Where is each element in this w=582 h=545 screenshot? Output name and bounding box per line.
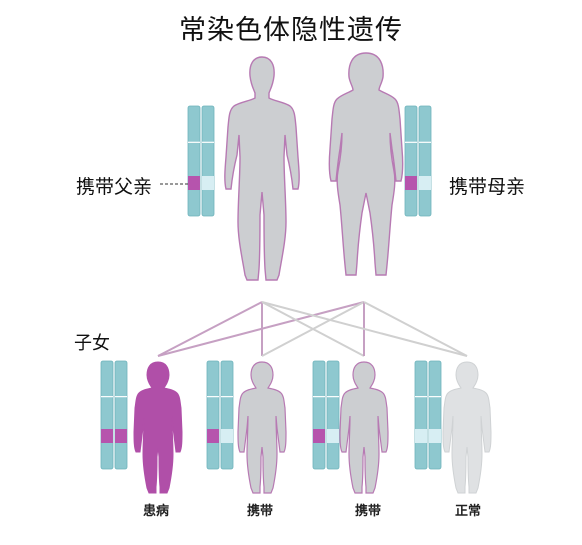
mother-chromosome-allele-band-2	[419, 176, 431, 190]
child3-chromosome-chromatid-2	[326, 360, 340, 470]
child-status-carrier-2: 携带	[354, 504, 381, 519]
child1-chromosome-chromatid-1	[100, 360, 114, 470]
connector-father-child-3	[261, 301, 365, 357]
child3-chromosome-allele-band-2	[327, 429, 339, 443]
child3-chromosome-chromatid-1	[312, 360, 326, 470]
child1-chromosome-allele-band-1	[101, 429, 113, 443]
child2-chromosome-allele-band-2	[221, 429, 233, 443]
child-affected-figure	[133, 361, 183, 494]
father-chromosome-chromatid-1	[187, 105, 201, 217]
child4-chromosome-chromatid-1	[414, 360, 428, 470]
father-chromosome-chromatid-2	[201, 105, 215, 217]
connector-father-child-1	[157, 301, 263, 357]
child-carrier-figure-1	[237, 361, 287, 494]
father-figure	[224, 56, 300, 281]
child2-chromosome-chromatid-1	[206, 360, 220, 470]
children-label: 子女	[74, 333, 110, 354]
child1-chromosome-chromatid-2	[114, 360, 128, 470]
child-status-normal: 正常	[454, 504, 481, 519]
page-title: 常染色体隐性遗传	[179, 15, 403, 46]
connector-mother-child-4	[363, 301, 468, 357]
child4-chromosome-chromatid-2	[428, 360, 442, 470]
child1-chromosome-allele-band-2	[115, 429, 127, 443]
child-status-carrier-1: 携带	[246, 504, 273, 519]
child-carrier-figure-2	[339, 361, 389, 494]
child-status-affected: 患病	[142, 504, 169, 519]
mother-chromosome-allele-band-1	[405, 176, 417, 190]
child4-chromosome-allele-band-1	[415, 429, 427, 443]
father-chromosome-allele-band-1	[188, 176, 200, 190]
carrier-mother-label: 携带母亲	[449, 176, 526, 198]
mother-figure	[328, 52, 404, 276]
child3-chromosome-allele-band-1	[313, 429, 325, 443]
carrier-father-label: 携带父亲	[76, 176, 153, 198]
connector-father-child-4	[261, 301, 468, 357]
child-normal-figure	[442, 361, 492, 494]
mother-chromosome-chromatid-2	[418, 105, 432, 217]
child2-chromosome-allele-band-1	[207, 429, 219, 443]
child4-chromosome-allele-band-2	[429, 429, 441, 443]
child2-chromosome-chromatid-2	[220, 360, 234, 470]
father-chromosome-allele-band-2	[202, 176, 214, 190]
mother-chromosome-chromatid-1	[404, 105, 418, 217]
